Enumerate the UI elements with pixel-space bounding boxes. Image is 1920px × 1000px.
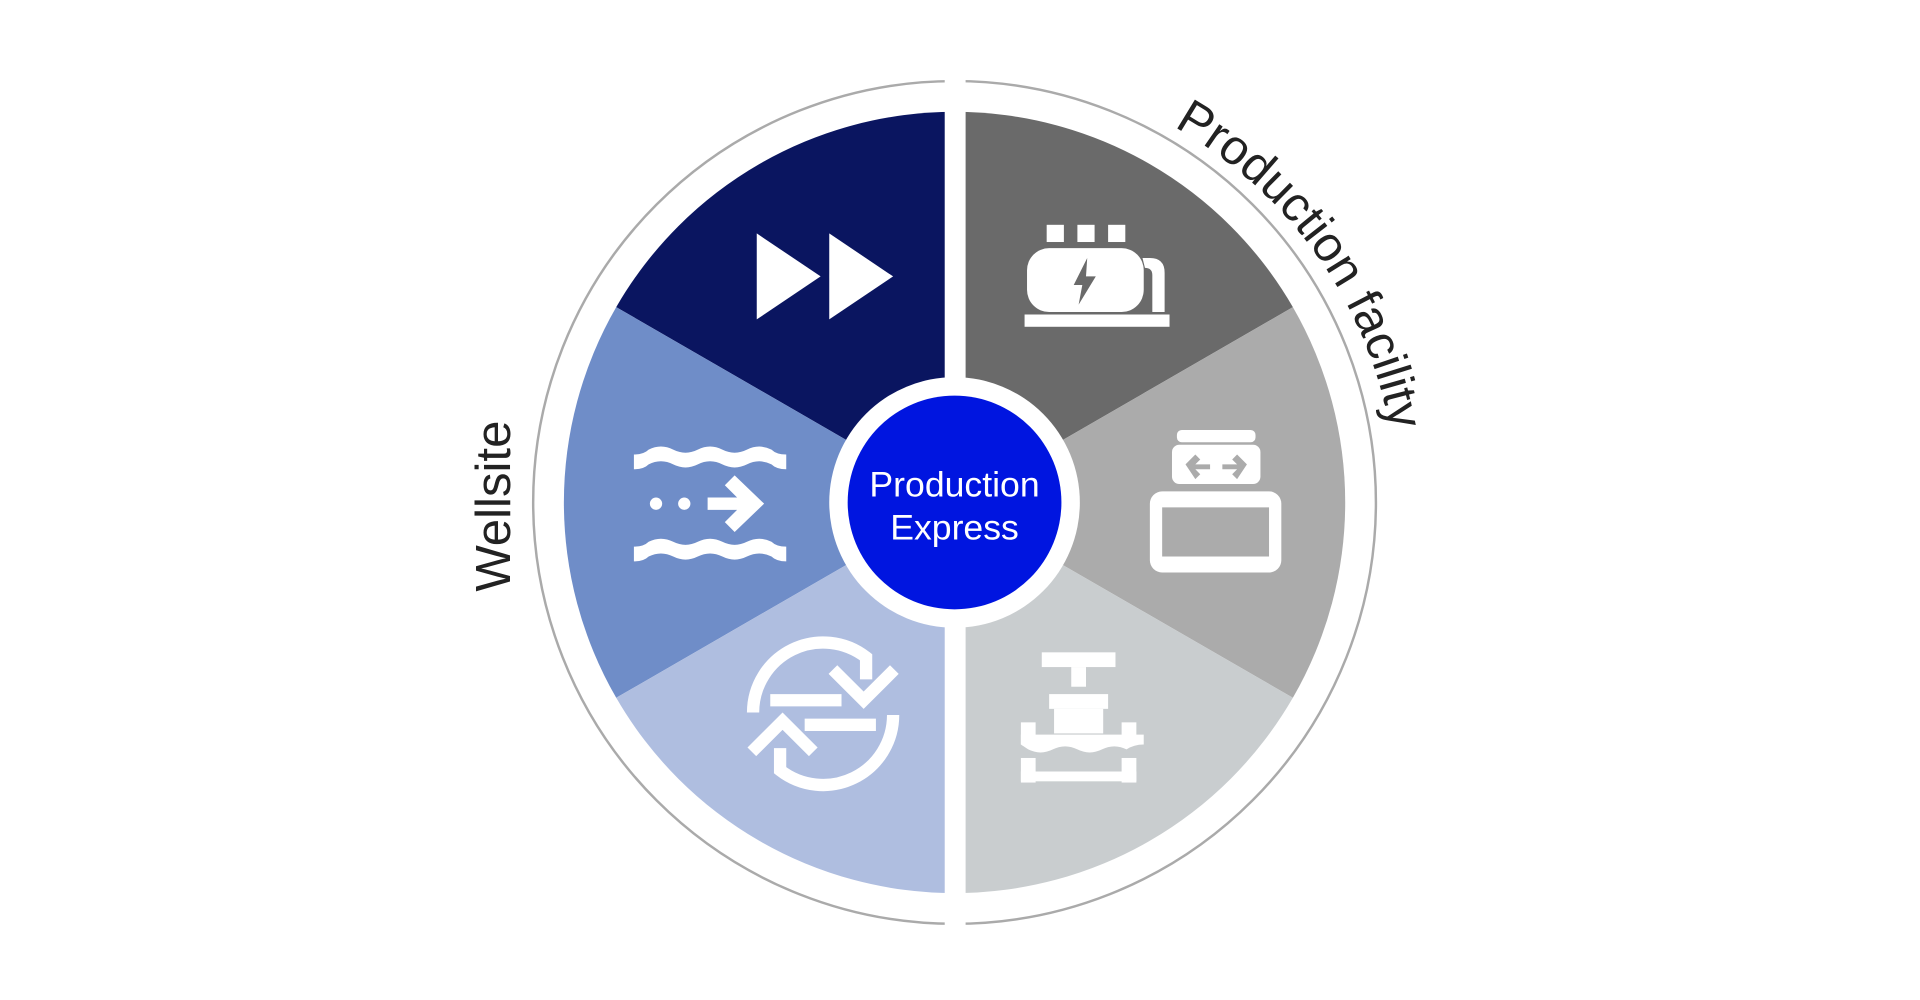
valve-icon (1020, 652, 1144, 783)
center-title-line1: Production (869, 464, 1039, 504)
center-circle[interactable] (847, 395, 1062, 610)
refresh-exchange-icon (746, 636, 900, 792)
tank-icon (1149, 429, 1282, 573)
segment-valve-pipeline[interactable] (954, 502, 1293, 894)
flow-arrow-icon (633, 446, 787, 562)
fast-forward-icon (756, 233, 894, 320)
generator-icon (1024, 224, 1170, 327)
segment-separator-tank[interactable] (954, 307, 1346, 698)
segment-fast-forward[interactable] (616, 111, 955, 503)
center-title-line2: Express (890, 507, 1019, 547)
label-wellsite: Wellsite (467, 421, 521, 592)
